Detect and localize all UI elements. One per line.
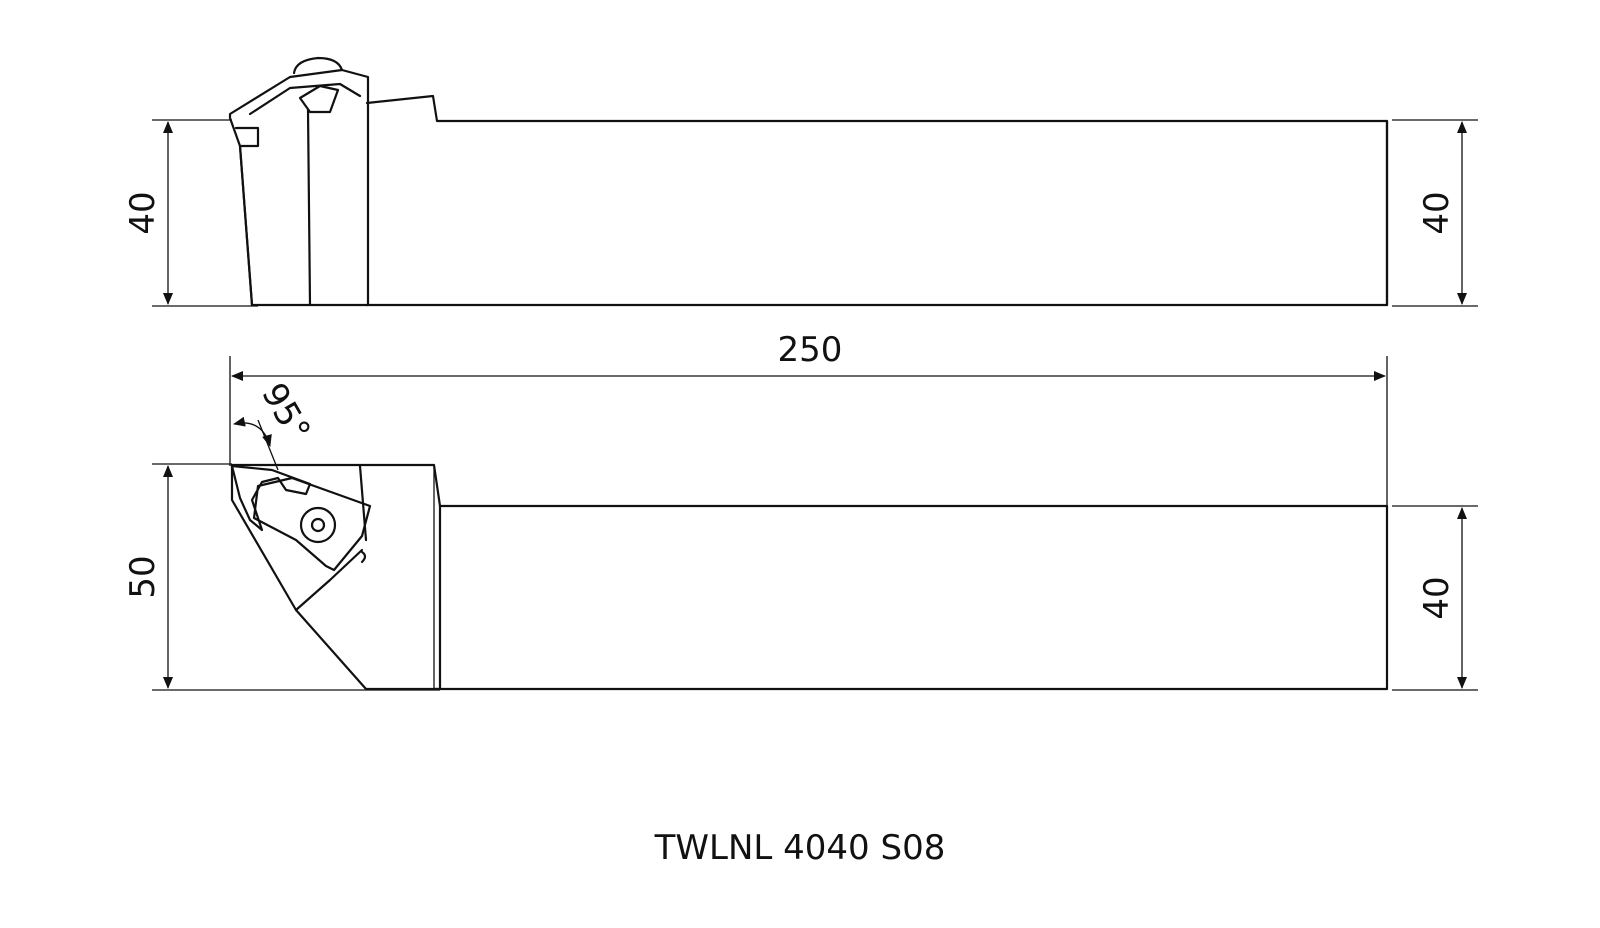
model-caption: TWLNL 4040 S08 xyxy=(654,828,946,868)
top-view-dimensions: 50 40 xyxy=(123,463,1478,691)
side-shank-outline xyxy=(365,94,1389,307)
top-height-left-label: 50 xyxy=(123,555,163,598)
clamp-wedge xyxy=(252,476,372,572)
side-height-right-label: 40 xyxy=(1417,191,1457,234)
length-dimension: 250 xyxy=(229,330,1388,506)
side-view xyxy=(228,56,1389,307)
side-head-outline xyxy=(228,68,370,307)
top-height-right-label: 40 xyxy=(1417,576,1457,619)
angle-dimension: 95° xyxy=(233,376,318,471)
top-head-outline xyxy=(230,463,442,691)
overall-length-label: 250 xyxy=(778,330,843,370)
side-view-dimensions: 40 40 xyxy=(123,119,1478,307)
clamp-screw xyxy=(292,56,344,75)
approach-angle-label: 95° xyxy=(253,376,318,448)
top-view xyxy=(230,463,1389,691)
top-shank-outline xyxy=(432,504,1389,691)
side-height-left-label: 40 xyxy=(123,191,163,234)
clamp-screw-head xyxy=(299,506,337,544)
